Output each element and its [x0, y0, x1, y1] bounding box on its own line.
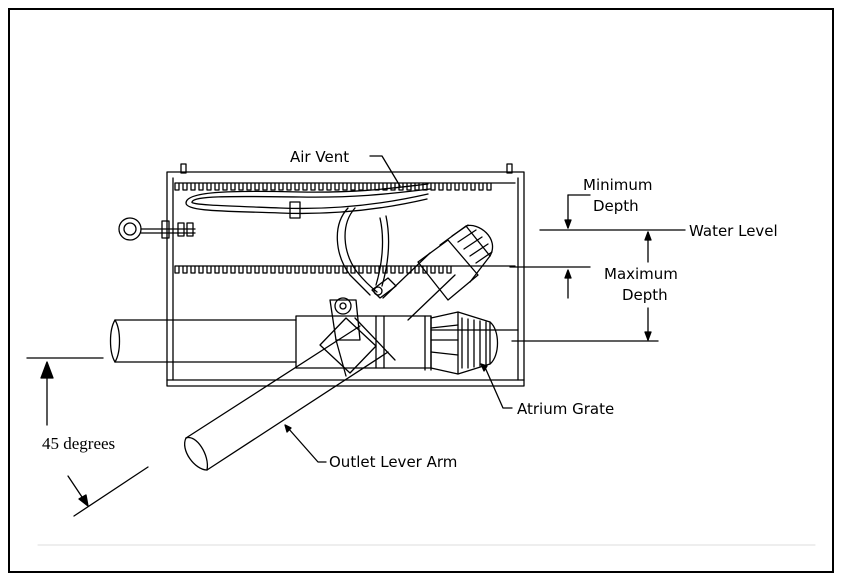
outlet-lever-arm-pipe [184, 317, 396, 471]
pivot-assembly [319, 297, 377, 377]
minimum-depth-label-1: Minimum [583, 176, 653, 194]
air-vent-tube [185, 183, 431, 296]
outlet-lever-arm-label: Outlet Lever Arm [329, 453, 457, 471]
air-vent-leader [369, 155, 401, 187]
maximum-depth-label-1: Maximum [604, 265, 678, 283]
atrium-grate-label: Atrium Grate [517, 400, 614, 418]
structure-box [166, 163, 525, 387]
eye-bolt [118, 217, 196, 241]
figure-frame [8, 8, 834, 573]
minimum-depth-arrow [509, 194, 591, 299]
air-vent-label: Air Vent [290, 148, 349, 166]
maximum-depth-label-2: Depth [622, 286, 668, 304]
atrium-grate-leader [480, 363, 513, 409]
maximum-depth-arrow [511, 231, 659, 342]
angle-reference [26, 357, 149, 517]
inlet-pipe [109, 315, 519, 369]
riser-pipe [371, 252, 456, 321]
outlet-lever-arm-leader [284, 424, 327, 463]
minimum-depth-label-2: Depth [593, 197, 639, 215]
water-level-label: Water Level [689, 222, 778, 240]
upper-atrium-grate [417, 224, 493, 301]
angle-label: 45 degrees [42, 434, 115, 453]
top-water-edge [174, 182, 516, 191]
lower-atrium-grate [424, 311, 499, 375]
